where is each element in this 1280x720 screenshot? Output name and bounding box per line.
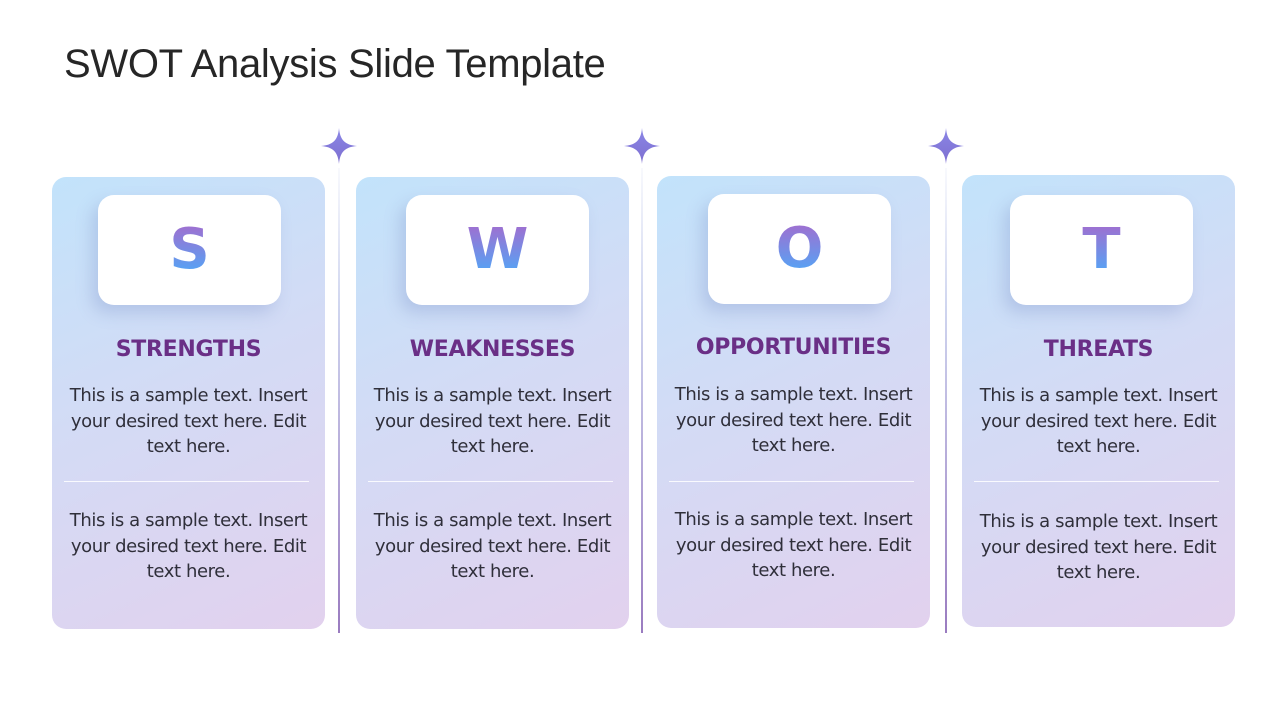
card-divider xyxy=(974,481,1219,482)
letter-box: T xyxy=(1010,195,1193,305)
four-point-star-icon xyxy=(928,128,964,164)
card-divider xyxy=(669,481,914,482)
card-text: This is a sample text. Insert your desir… xyxy=(979,385,1218,457)
slide-title: SWOT Analysis Slide Template xyxy=(64,42,606,86)
card-heading: THREATS xyxy=(1043,337,1154,362)
swot-letter: T xyxy=(1082,217,1121,282)
swot-letter: S xyxy=(169,217,210,282)
card-heading: OPPORTUNITIES xyxy=(695,335,892,360)
card-text: This is a sample text. Insert your desir… xyxy=(373,510,612,582)
swot-card-strengths: S STRENGTHS This is a sample text. Inser… xyxy=(52,177,325,629)
swot-card-weaknesses: W WEAKNESSES This is a sample text. Inse… xyxy=(356,177,629,629)
swot-card-threats: T THREATS This is a sample text. Insert … xyxy=(962,175,1235,627)
swot-letter: O xyxy=(775,216,824,281)
separator-line xyxy=(945,168,947,633)
card-text: This is a sample text. Insert your desir… xyxy=(674,509,913,581)
four-point-star-icon xyxy=(321,128,357,164)
card-heading: WEAKNESSES xyxy=(409,337,576,362)
card-text: This is a sample text. Insert your desir… xyxy=(373,385,612,457)
separator-line xyxy=(641,168,643,633)
card-text: This is a sample text. Insert your desir… xyxy=(69,510,308,582)
swot-card-opportunities: O OPPORTUNITIES This is a sample text. I… xyxy=(657,176,930,628)
letter-box: O xyxy=(708,194,891,304)
card-heading: STRENGTHS xyxy=(115,337,262,362)
card-divider xyxy=(64,481,309,482)
separator-line xyxy=(338,168,340,633)
letter-box: S xyxy=(98,195,281,305)
card-divider xyxy=(368,481,613,482)
swot-letter: W xyxy=(466,217,529,282)
letter-box: W xyxy=(406,195,589,305)
four-point-star-icon xyxy=(624,128,660,164)
card-text: This is a sample text. Insert your desir… xyxy=(979,511,1218,583)
card-text: This is a sample text. Insert your desir… xyxy=(69,385,308,457)
card-text: This is a sample text. Insert your desir… xyxy=(674,384,913,456)
